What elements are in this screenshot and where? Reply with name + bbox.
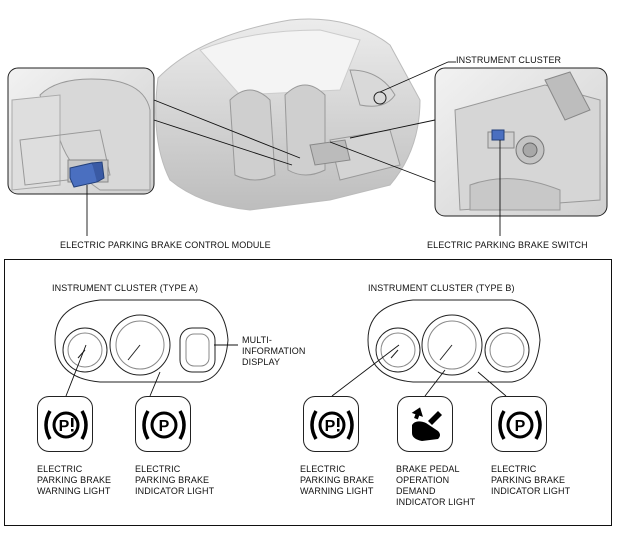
switch-inset <box>434 67 608 217</box>
top-illustration <box>7 18 608 236</box>
parking-brake-indicator-icon: P <box>498 410 542 440</box>
svg-text:P: P <box>159 418 170 435</box>
switch-button <box>491 129 505 141</box>
type-b-warning-label: ELECTRIC PARKING BRAKE WARNING LIGHT <box>300 464 375 496</box>
label-multi-information-display: MULTI- INFORMATION DISPLAY <box>242 335 306 367</box>
parking-brake-warning-icon: P <box>310 410 354 440</box>
type-a-indicator-label: ELECTRIC PARKING BRAKE INDICATOR LIGHT <box>135 464 215 496</box>
parking-brake-indicator-icon: P <box>142 410 186 440</box>
label-instrument-cluster: INSTRUMENT CLUSTER <box>456 55 562 65</box>
vehicle-interior <box>155 18 421 211</box>
type-a-title: INSTRUMENT CLUSTER (TYPE A) <box>52 283 199 293</box>
control-module-inset <box>7 67 155 195</box>
label-control-module: ELECTRIC PARKING BRAKE CONTROL MODULE <box>60 240 271 250</box>
cluster-types-frame <box>4 259 612 526</box>
type-b-pedal-label: BRAKE PEDAL OPERATION DEMAND INDICATOR L… <box>396 464 476 507</box>
type-a-warning-label: ELECTRIC PARKING BRAKE WARNING LIGHT <box>37 464 112 496</box>
svg-text:P: P <box>515 418 526 435</box>
type-b-title: INSTRUMENT CLUSTER (TYPE B) <box>368 283 515 293</box>
parking-brake-warning-icon: P <box>44 410 88 440</box>
type-b-pedal-demand-box <box>397 396 453 452</box>
brake-pedal-demand-icon <box>411 407 442 441</box>
type-b-warning-light-box: P <box>303 396 359 452</box>
type-a-warning-light-box: P <box>37 396 93 452</box>
type-b-indicator-light-box: P <box>491 396 547 452</box>
label-switch: ELECTRIC PARKING BRAKE SWITCH <box>427 240 588 250</box>
svg-text:P: P <box>59 418 70 435</box>
cluster-type-b <box>367 299 541 383</box>
cluster-type-a <box>54 299 229 383</box>
type-a-indicator-light-box: P <box>135 396 191 452</box>
type-b-indicator-label: ELECTRIC PARKING BRAKE INDICATOR LIGHT <box>491 464 571 496</box>
svg-text:P: P <box>325 418 336 435</box>
